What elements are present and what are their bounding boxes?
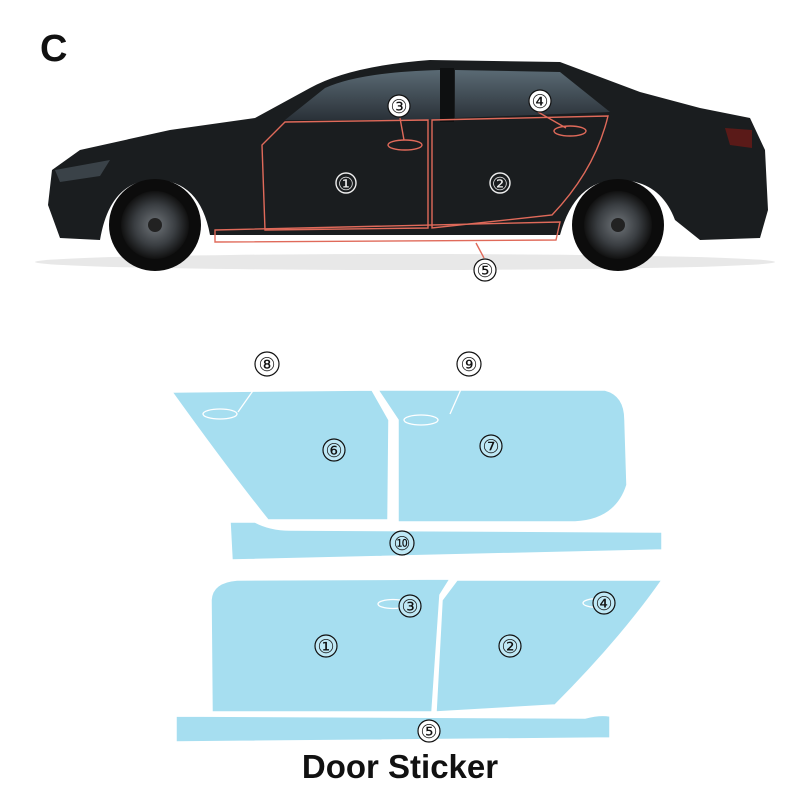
film-marker-3: ③: [398, 594, 422, 618]
svg-text:①: ①: [317, 636, 334, 658]
rear-wheel: [572, 179, 664, 271]
car-illustration: [35, 60, 775, 271]
door-outline: [214, 111, 609, 259]
svg-text:⑦: ⑦: [482, 436, 499, 458]
film-marker-5: ⑤: [417, 719, 441, 743]
film-marker-9: ⑨: [456, 351, 482, 377]
film-marker-8: ⑧: [254, 351, 280, 377]
car-marker-3: ③: [387, 94, 411, 118]
film-marker-7: ⑦: [479, 434, 503, 458]
front-wheel: [109, 179, 201, 271]
svg-text:④: ④: [531, 91, 548, 113]
svg-text:③: ③: [401, 596, 418, 618]
upper-handle-cutouts: [202, 377, 467, 426]
sill-film-10: [229, 521, 663, 561]
car-marker-1: ①: [335, 172, 357, 195]
svg-text:④: ④: [595, 593, 612, 615]
upper-film-set: [170, 389, 663, 561]
caption: Door Sticker: [301, 748, 499, 785]
variant-label: C: [40, 28, 68, 70]
car-marker-5: ⑤: [473, 258, 497, 282]
svg-text:⑨: ⑨: [460, 354, 477, 376]
windows: [285, 70, 610, 120]
film-marker-6: ⑥: [322, 438, 346, 462]
svg-text:②: ②: [501, 636, 518, 658]
rear-door-film-7: [376, 389, 628, 523]
film-marker-2: ②: [498, 634, 522, 658]
film-marker-4: ④: [592, 591, 616, 615]
svg-text:⑧: ⑧: [258, 354, 275, 376]
svg-text:②: ②: [492, 174, 508, 195]
svg-text:③: ③: [390, 96, 407, 118]
svg-text:⑤: ⑤: [420, 721, 437, 743]
sill-film-5: [175, 714, 611, 743]
car-marker-4: ④: [528, 89, 552, 113]
car-marker-2: ②: [489, 172, 511, 195]
svg-text:⑤: ⑤: [476, 260, 493, 282]
svg-text:⑥: ⑥: [325, 440, 342, 462]
svg-text:①: ①: [338, 174, 354, 195]
svg-text:⑩: ⑩: [393, 533, 410, 555]
film-marker-1: ①: [314, 634, 338, 658]
film-marker-10: ⑩: [389, 530, 415, 556]
front-door-film-6: [170, 389, 390, 521]
rear-door-film-2: [435, 579, 664, 713]
